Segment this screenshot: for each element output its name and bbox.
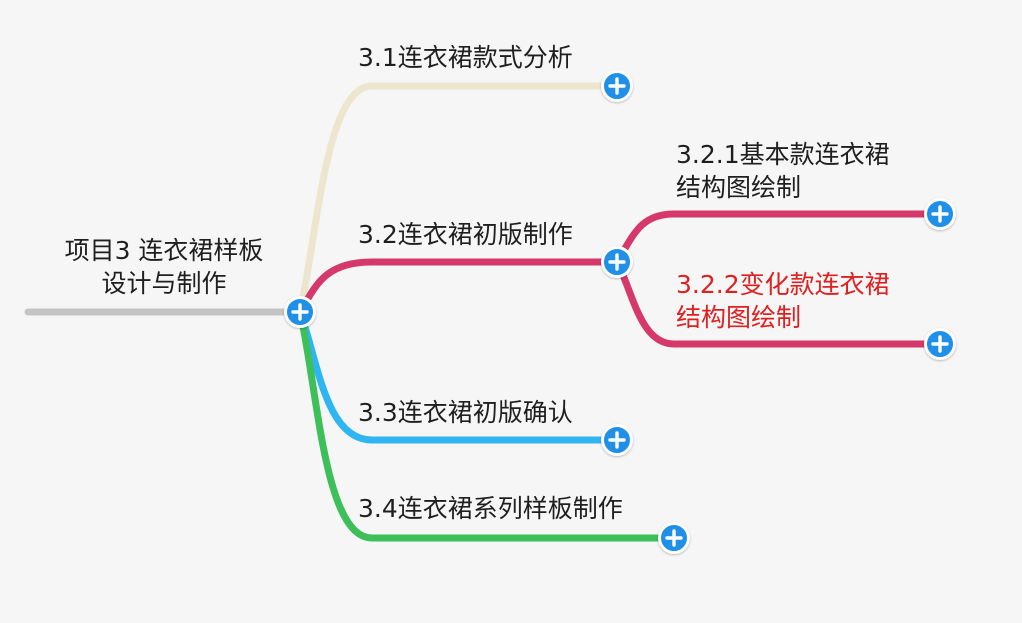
subbranch-3-2-1-line2: 结构图绘制 bbox=[676, 173, 802, 202]
plus-icon bbox=[291, 303, 309, 321]
plus-icon bbox=[608, 77, 626, 95]
branch-line-3-2 bbox=[296, 258, 621, 316]
subbranch-line-3-2-1 bbox=[613, 210, 944, 266]
branch-label-3-4: 3.4连衣裙系列样板制作 bbox=[358, 494, 623, 523]
branch-label-3-1: 3.1连衣裙款式分析 bbox=[358, 43, 573, 72]
subbranch-3-2-1-expand-button[interactable] bbox=[924, 198, 956, 230]
branch-3-2-expand-button[interactable] bbox=[601, 246, 633, 278]
root-node-line2: 设计与制作 bbox=[101, 269, 227, 298]
branch-3-3-expand-button[interactable] bbox=[601, 424, 633, 456]
plus-icon bbox=[665, 529, 683, 547]
subbranch-label-3-2-1: 3.2.1基本款连衣裙 结构图绘制 bbox=[676, 138, 890, 204]
branch-line-3-1 bbox=[296, 82, 621, 316]
branch-label-3-3: 3.3连衣裙初版确认 bbox=[358, 398, 573, 427]
plus-icon bbox=[608, 431, 626, 449]
subbranch-label-3-2-2: 3.2.2变化款连衣裙 结构图绘制 bbox=[676, 268, 890, 334]
plus-icon bbox=[608, 253, 626, 271]
subbranch-3-2-2-expand-button[interactable] bbox=[924, 328, 956, 360]
subbranch-3-2-2-line1: 3.2.2变化款连衣裙 bbox=[676, 270, 890, 299]
subbranch-3-2-2-line2: 结构图绘制 bbox=[676, 303, 802, 332]
subbranch-3-2-1-line1: 3.2.1基本款连衣裙 bbox=[676, 140, 890, 169]
branch-3-4-expand-button[interactable] bbox=[658, 522, 690, 554]
root-node-line1: 项目3 连衣裙样板 bbox=[64, 236, 264, 265]
plus-icon bbox=[931, 335, 949, 353]
plus-icon bbox=[931, 205, 949, 223]
branch-label-3-2: 3.2连衣裙初版制作 bbox=[358, 220, 573, 249]
branch-3-1-expand-button[interactable] bbox=[601, 70, 633, 102]
root-node-label: 项目3 连衣裙样板 设计与制作 bbox=[49, 234, 279, 300]
branch-line-3-4 bbox=[296, 308, 678, 542]
root-expand-button[interactable] bbox=[284, 296, 316, 328]
